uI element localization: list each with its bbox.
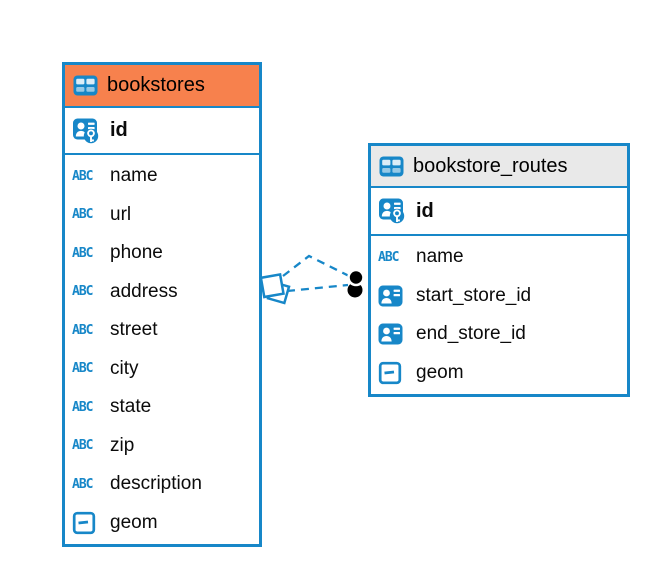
- column-row-name[interactable]: ABC name: [65, 157, 259, 196]
- text-type-icon: ABC: [72, 476, 94, 492]
- column-name: geom: [110, 511, 158, 533]
- table-icon: [379, 156, 404, 177]
- column-row-start_store_id[interactable]: start_store_id: [371, 276, 627, 315]
- column-name: name: [110, 165, 158, 187]
- table-header-bookstores[interactable]: bookstores: [65, 65, 259, 108]
- column-row-street[interactable]: ABC street: [65, 311, 259, 350]
- table-title: bookstores: [107, 74, 205, 96]
- column-name: start_store_id: [416, 284, 532, 306]
- relationship-dot-lower: [347, 282, 363, 298]
- column-row-state[interactable]: ABC state: [65, 388, 259, 427]
- foreign-key-icon: [378, 323, 403, 345]
- relationship-line-upper: [282, 254, 352, 279]
- relationship-line-lower: [286, 283, 349, 293]
- text-type-icon: ABC: [72, 168, 94, 184]
- primary-key-icon-cell: [378, 197, 416, 225]
- column-row-geom[interactable]: geom: [371, 353, 627, 392]
- column-row-phone[interactable]: ABC phone: [65, 234, 259, 273]
- column-icon-cell: ABC: [378, 251, 416, 264]
- table-columns: ABC name start_store_id end_store_id geom: [371, 236, 627, 394]
- primary-key-icon: [378, 197, 406, 225]
- column-row-description[interactable]: ABC description: [65, 465, 259, 504]
- text-type-icon: ABC: [72, 245, 94, 261]
- column-icon-cell: ABC: [72, 170, 110, 183]
- column-icon-cell: [72, 511, 110, 535]
- column-name: end_store_id: [416, 323, 526, 345]
- column-icon-cell: ABC: [72, 285, 110, 298]
- primary-key-icon: [72, 117, 100, 145]
- text-type-icon: ABC: [72, 207, 94, 223]
- table-icon: [73, 75, 98, 96]
- column-row-address[interactable]: ABC address: [65, 272, 259, 311]
- primary-key-row[interactable]: id: [371, 188, 627, 236]
- column-name: geom: [416, 361, 464, 383]
- column-icon-cell: [378, 285, 416, 307]
- column-row-city[interactable]: ABC city: [65, 349, 259, 388]
- text-type-icon: ABC: [72, 399, 94, 415]
- geometry-type-icon: [72, 511, 96, 535]
- column-row-zip[interactable]: ABC zip: [65, 426, 259, 465]
- foreign-key-icon: [378, 285, 403, 307]
- text-type-icon: ABC: [72, 361, 94, 377]
- primary-key-name: id: [416, 199, 434, 222]
- primary-key-icon-cell: [72, 117, 110, 145]
- text-type-icon: ABC: [72, 438, 94, 454]
- column-icon-cell: ABC: [72, 439, 110, 452]
- relationship-diamond-front: [259, 272, 285, 299]
- column-icon-cell: ABC: [72, 247, 110, 260]
- table-header-bookstore-routes[interactable]: bookstore_routes: [371, 146, 627, 188]
- column-icon-cell: ABC: [72, 401, 110, 414]
- column-name: street: [110, 319, 158, 341]
- geometry-type-icon: [378, 361, 402, 385]
- column-name: address: [110, 280, 178, 302]
- text-type-icon: ABC: [378, 249, 400, 265]
- column-name: description: [110, 473, 202, 495]
- table-title: bookstore_routes: [413, 154, 568, 177]
- primary-key-name: id: [110, 119, 128, 141]
- column-name: state: [110, 396, 152, 418]
- column-name: phone: [110, 242, 163, 264]
- table-bookstore-routes[interactable]: bookstore_routes id ABC name start_store_…: [368, 143, 630, 397]
- relationship-lines[interactable]: [259, 254, 365, 305]
- column-icon-cell: [378, 323, 416, 345]
- column-row-name[interactable]: ABC name: [371, 238, 627, 277]
- column-name: city: [110, 357, 139, 379]
- column-icon-cell: ABC: [72, 362, 110, 375]
- column-name: zip: [110, 434, 135, 456]
- column-icon-cell: ABC: [72, 324, 110, 337]
- text-type-icon: ABC: [72, 322, 94, 338]
- column-name: url: [110, 203, 132, 225]
- text-type-icon: ABC: [72, 284, 94, 300]
- column-row-url[interactable]: ABC url: [65, 195, 259, 234]
- column-row-end_store_id[interactable]: end_store_id: [371, 315, 627, 354]
- column-icon-cell: [378, 361, 416, 385]
- column-icon-cell: ABC: [72, 208, 110, 221]
- column-icon-cell: ABC: [72, 478, 110, 491]
- relationship-dot-upper: [347, 268, 365, 287]
- primary-key-row[interactable]: id: [65, 108, 259, 155]
- relationship-diamond-back: [266, 280, 291, 305]
- column-name: name: [416, 246, 464, 268]
- column-row-geom[interactable]: geom: [65, 503, 259, 542]
